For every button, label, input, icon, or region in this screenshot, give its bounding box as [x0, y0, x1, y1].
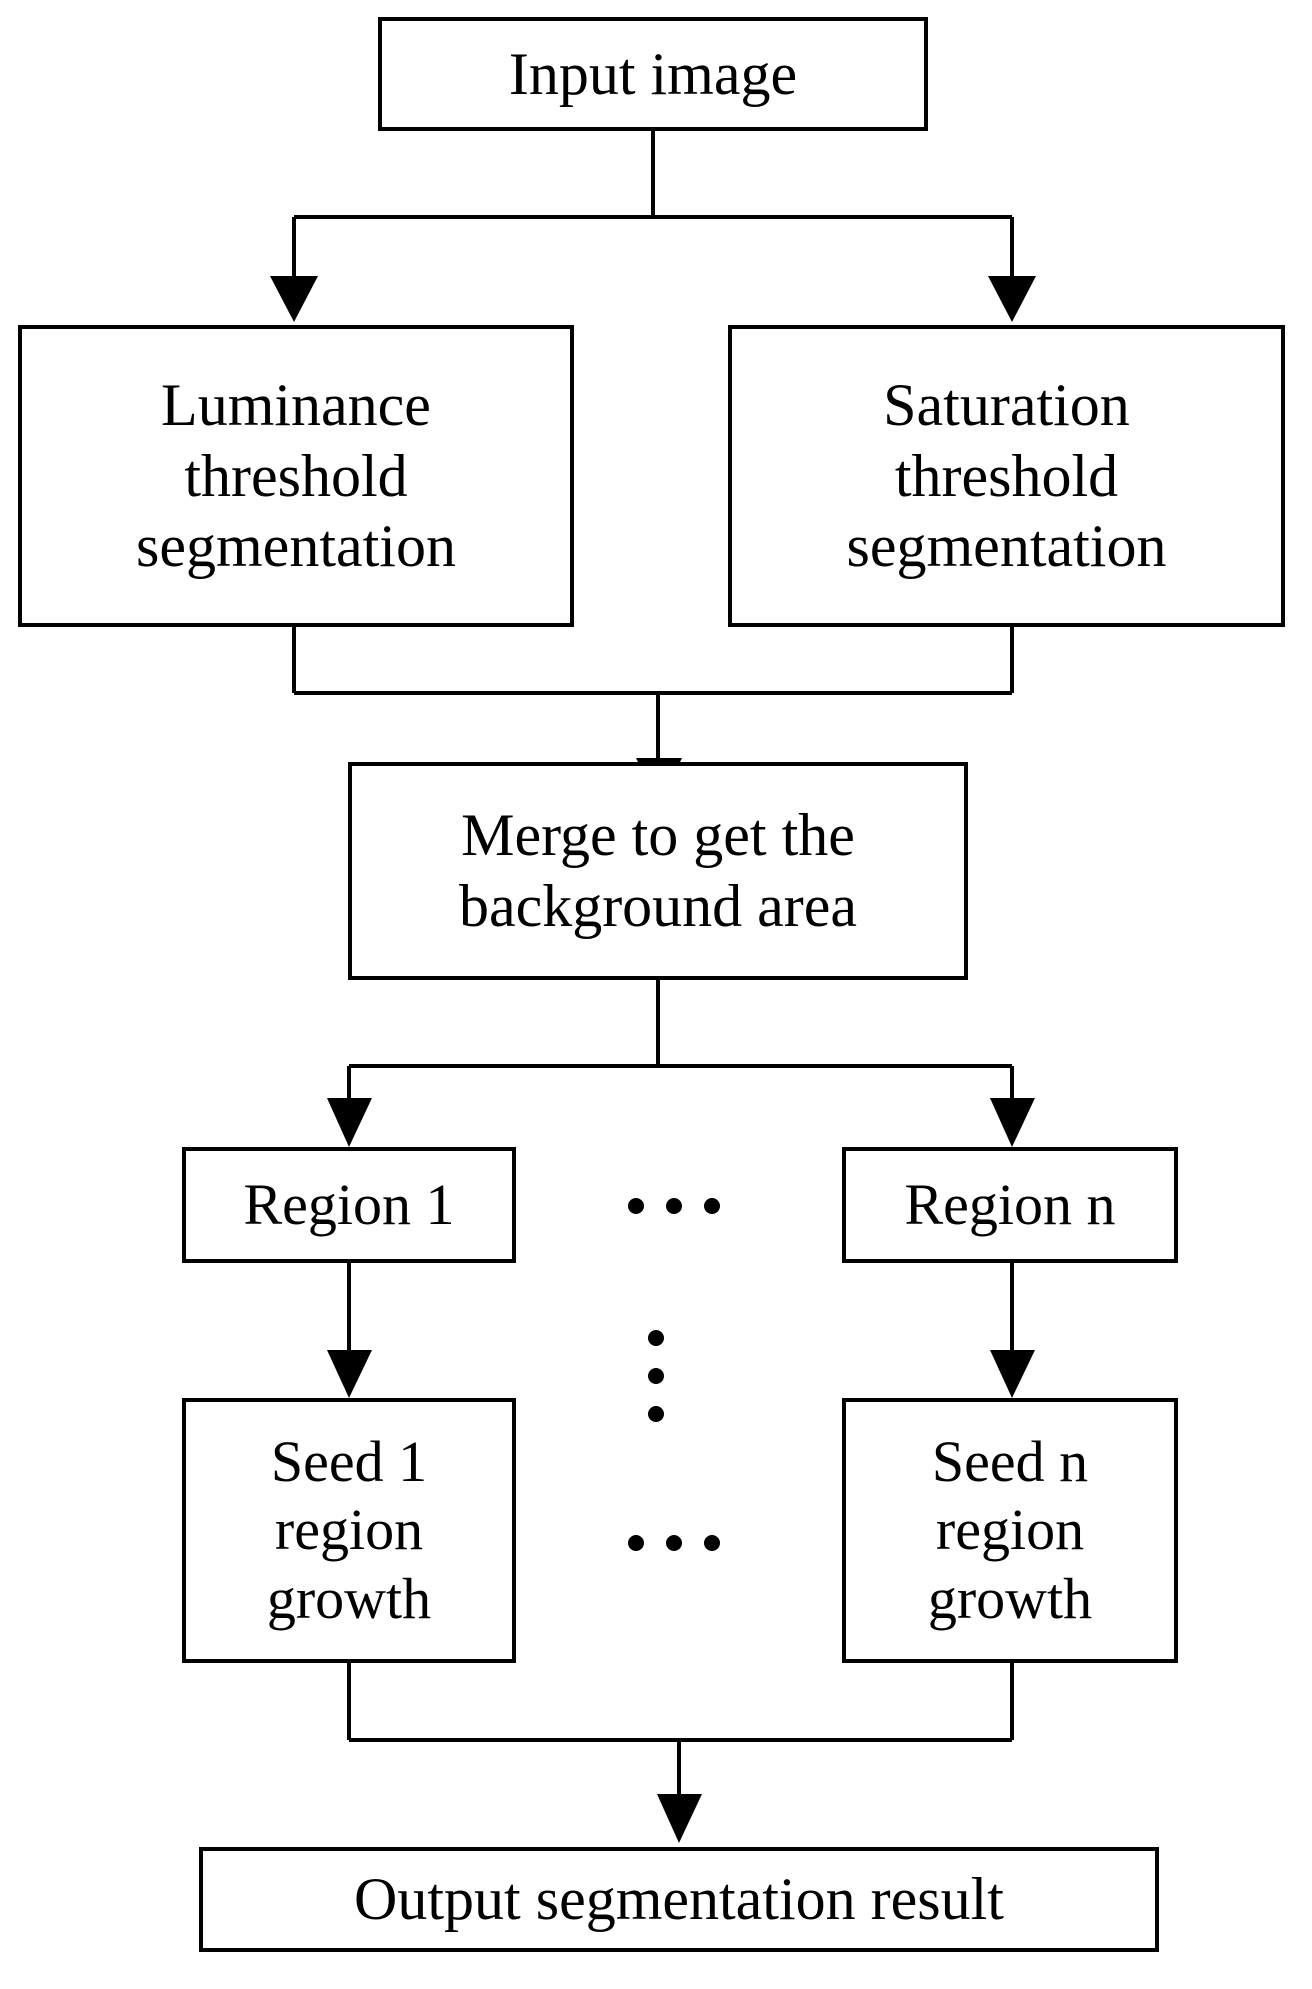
arrowhead-seedn — [990, 1350, 1035, 1398]
dot-icon — [704, 1535, 720, 1551]
node-saturation-threshold-segmentation[interactable]: Saturation threshold segmentation — [728, 325, 1285, 627]
dot-icon — [666, 1535, 682, 1551]
node-merge-background-area[interactable]: Merge to get the background area — [348, 762, 968, 980]
node-input-image[interactable]: Input image — [378, 17, 928, 131]
dot-icon — [666, 1198, 682, 1214]
arrowhead-output — [657, 1794, 702, 1843]
arrowhead-regionn — [990, 1098, 1035, 1147]
dot-icon — [628, 1198, 644, 1214]
dot-icon — [648, 1368, 664, 1384]
node-seed-first-region-growth[interactable]: Seed 1 region growth — [182, 1398, 516, 1663]
node-seed-last-region-growth[interactable]: Seed n region growth — [842, 1398, 1178, 1663]
arrowhead-luminance — [270, 276, 318, 322]
dot-icon — [704, 1198, 720, 1214]
ellipsis-seeds-horizontal-icon — [628, 1535, 720, 1551]
node-region-first[interactable]: Region 1 — [182, 1147, 516, 1263]
arrowhead-seed1 — [327, 1350, 372, 1398]
ellipsis-vertical-icon — [648, 1330, 664, 1422]
dot-icon — [648, 1406, 664, 1422]
dot-icon — [628, 1535, 644, 1551]
node-output-segmentation-result[interactable]: Output segmentation result — [199, 1847, 1159, 1952]
dot-icon — [648, 1330, 664, 1346]
node-luminance-threshold-segmentation[interactable]: Luminance threshold segmentation — [18, 325, 574, 627]
node-region-last[interactable]: Region n — [842, 1147, 1178, 1263]
arrowhead-saturation — [988, 276, 1036, 322]
ellipsis-regions-horizontal-icon — [628, 1198, 720, 1214]
arrowhead-region1 — [327, 1098, 372, 1147]
